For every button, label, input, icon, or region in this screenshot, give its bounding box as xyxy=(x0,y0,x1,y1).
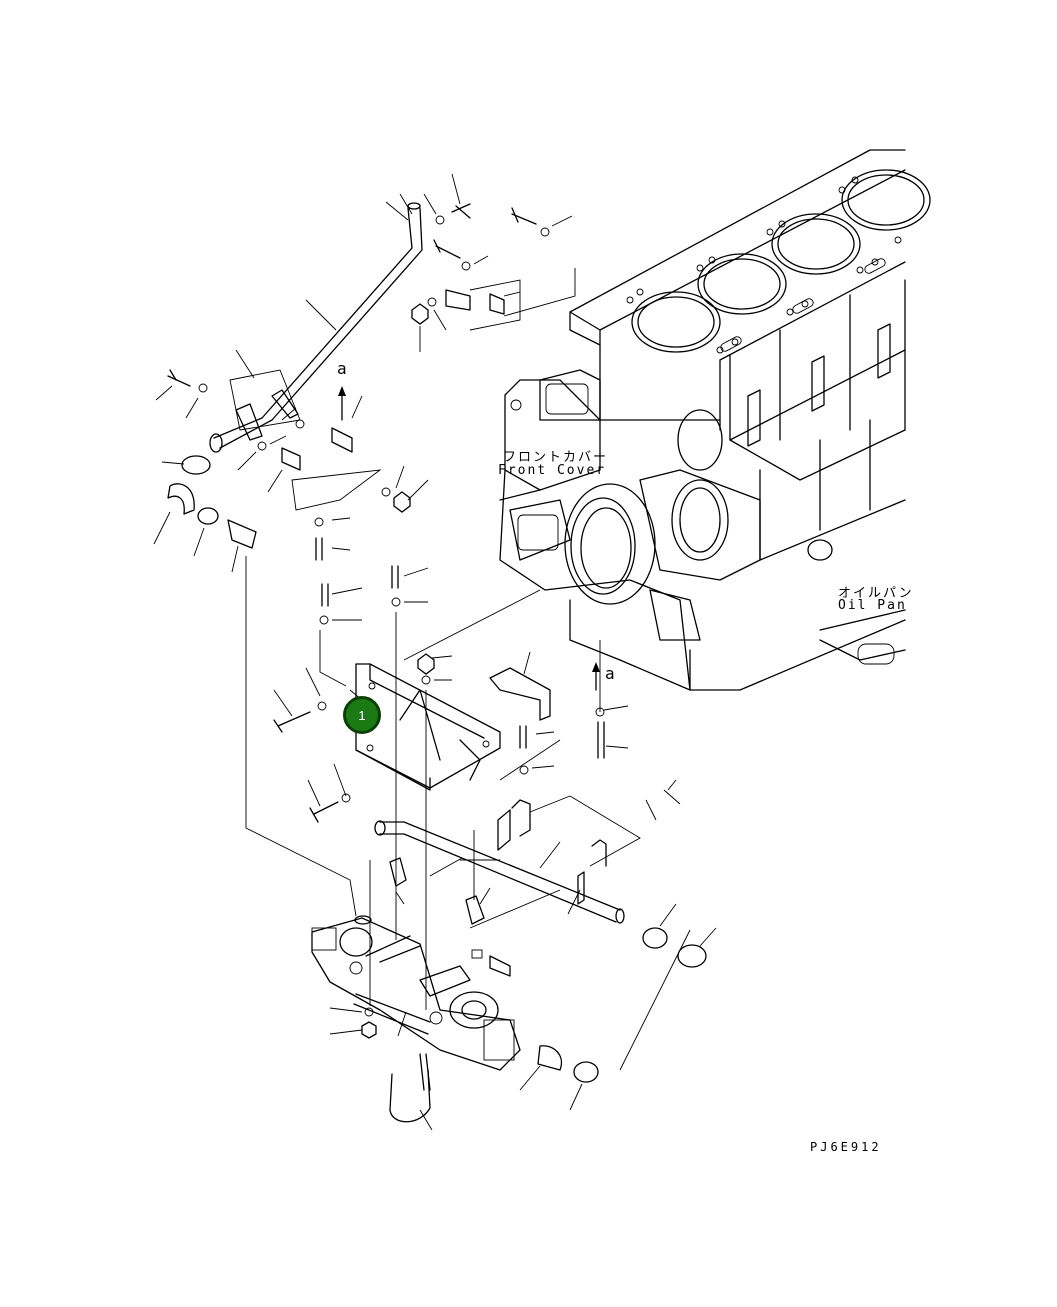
oil-pan-label-en: Oil Pan xyxy=(838,598,907,613)
direction-marker-upper: a xyxy=(337,359,347,378)
front-cover-label-jp: フロントカバー xyxy=(503,450,609,465)
callout-leaders xyxy=(153,173,717,1131)
part-callout-1[interactable]: 1 xyxy=(343,696,381,734)
drawing-id: PJ6E912 xyxy=(810,1140,882,1154)
oil-pan-label-jp: オイルパン xyxy=(838,586,914,601)
mounting-bracket xyxy=(273,517,605,1010)
deck-holes xyxy=(626,176,902,354)
upper-tube-assembly xyxy=(167,202,576,549)
lower-tube-assembly xyxy=(245,556,707,1123)
direction-marker-lower: a xyxy=(605,664,615,683)
front-cover-label-en: Front Cover xyxy=(498,463,607,478)
engine-block xyxy=(499,149,931,691)
